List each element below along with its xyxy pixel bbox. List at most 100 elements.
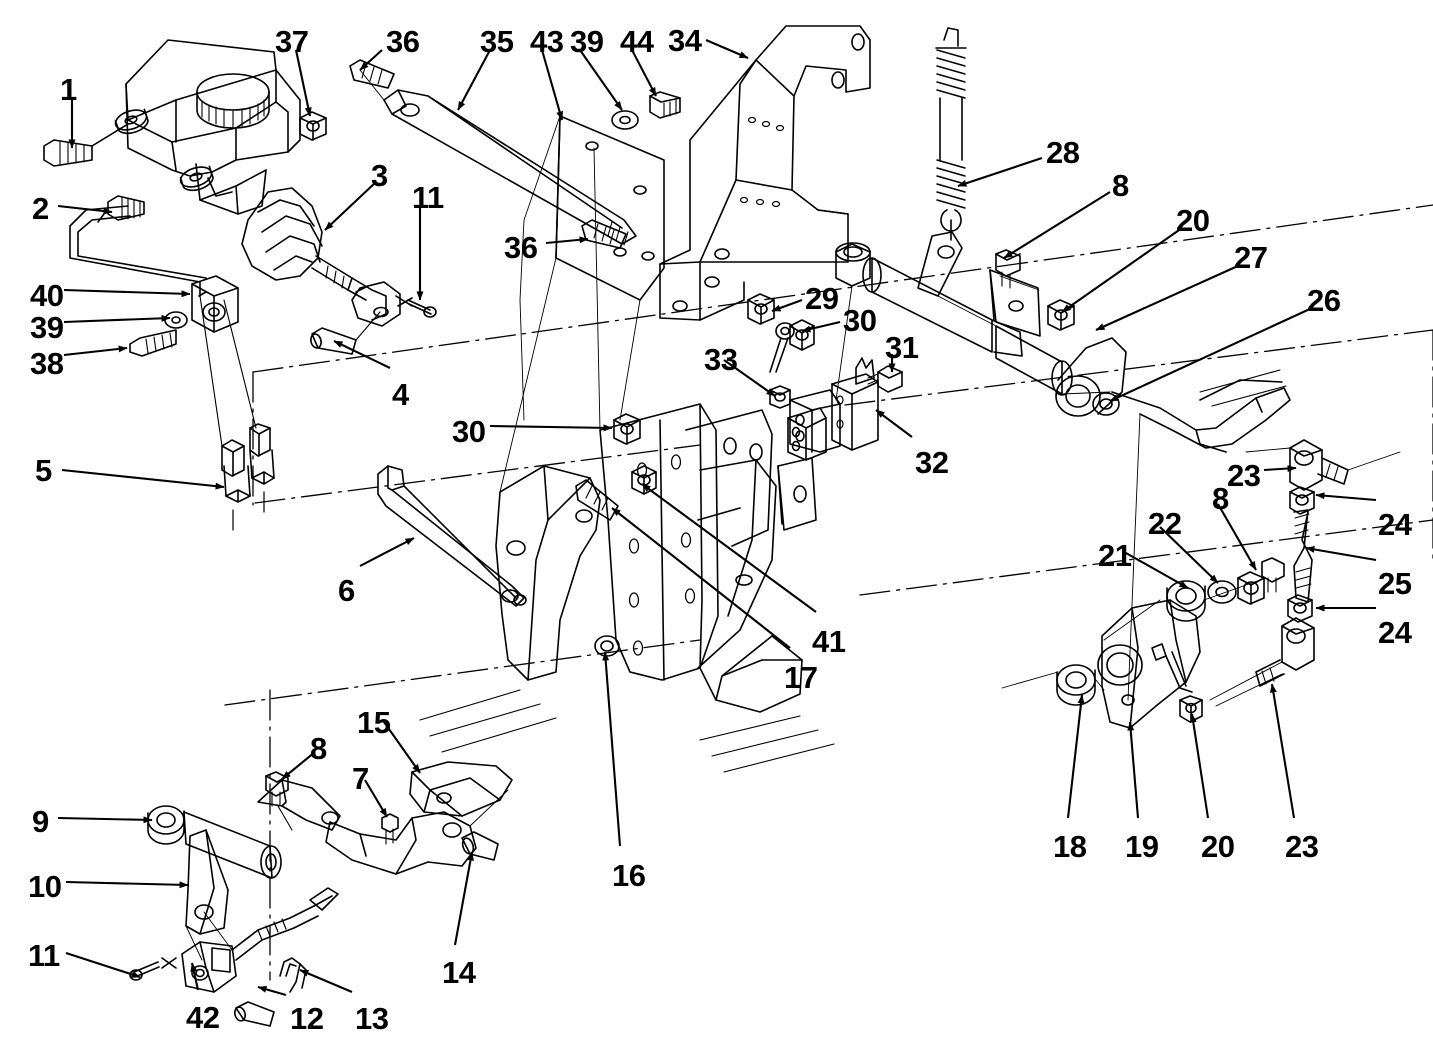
floor-pan-detail [419,369,1287,773]
nut-30-right [789,319,815,351]
clamp-40 [191,275,239,333]
leader-line-13 [299,969,353,993]
leader-line-17 [611,507,791,649]
callout-number-2: 2 [32,191,49,226]
callout-number-19: 19 [1125,829,1159,864]
leader-line-20 [1061,227,1183,313]
callout-number-21: 21 [1098,538,1132,573]
callout-number-15: 15 [357,705,391,740]
leader-line-8 [281,751,316,780]
leader-line-32 [875,409,913,438]
leader-line-30 [801,320,841,333]
leader-line-39 [63,314,171,324]
callout-number-6: 6 [338,573,355,608]
nut-29 [747,293,775,325]
callout-number-35: 35 [480,24,514,59]
link-25 [1255,439,1349,687]
nut-20-upper [1047,299,1075,331]
callout-number-25: 25 [1378,566,1412,601]
leader-line-11 [65,952,141,978]
pedal-linkage-lower-left [129,761,513,1027]
callout-number-8: 8 [1112,168,1129,203]
callout-number-24: 24 [1378,615,1412,650]
callout-number-44: 44 [620,24,654,59]
callout-number-27: 27 [1234,240,1268,275]
leader-line-4 [333,340,391,369]
callout-number-37: 37 [275,24,309,59]
washer-39-upper [611,110,639,130]
leader-line-39 [579,49,623,111]
rod-35 [383,89,637,246]
callout-number-1: 1 [60,72,77,107]
callout-number-30: 30 [843,303,877,338]
callout-number-18: 18 [1053,829,1087,864]
nut-37 [299,111,327,141]
pedal-support-weldment [495,389,841,713]
leader-line-34 [705,39,749,59]
nut-41 [631,465,657,495]
callout-number-39: 39 [570,24,604,59]
leader-line-8 [1003,191,1111,259]
callout-number-13: 13 [355,1001,389,1036]
leader-line-7 [364,779,388,818]
callout-number-34: 34 [668,23,702,58]
leader-line-5 [61,468,225,490]
bolt-31 [867,365,903,393]
leader-line-9 [57,816,153,824]
bolt-36-upper [349,59,395,89]
leader-line-15 [383,721,421,774]
leader-line-18 [1066,694,1085,819]
callout-number-30: 30 [452,414,486,449]
leader-line-23 [1269,683,1296,819]
leader-line-20 [1189,713,1210,819]
callout-number-22: 22 [1148,506,1182,541]
callout-number-4: 4 [392,377,409,412]
leader-line-12 [257,985,287,997]
callout-number-12: 12 [290,1001,324,1036]
callout-number-11: 11 [28,938,60,973]
bolt-36-center [581,219,627,249]
callout-number-7: 7 [352,761,369,796]
switch-32 [831,357,879,451]
leader-line-16 [602,651,622,847]
callout-number-36: 36 [504,230,538,265]
bolt-8-upper-right [995,249,1021,289]
fitting-2 [97,195,145,223]
bolt-1 [43,123,129,167]
leader-line-35 [457,49,491,111]
lever-19-assembly [1056,599,1201,729]
callout-number-14: 14 [442,955,476,990]
bolt-44 [649,91,681,119]
callout-number-29: 29 [805,281,839,316]
callout-number-17: 17 [784,660,818,695]
callout-number-40: 40 [30,278,64,313]
leader-line-24 [1315,492,1377,502]
fittings-5 [199,295,275,531]
bracket-34 [659,25,871,321]
callout-number-5: 5 [35,453,52,488]
leader-line-10 [65,880,189,889]
leader-line-44 [631,49,657,97]
leader-line-25 [1305,545,1377,562]
angle-bracket [787,407,827,461]
leader-line-36 [359,49,383,71]
leader-line-8 [1217,503,1257,571]
callout-number-33: 33 [704,342,738,377]
leader-line-14 [453,851,474,946]
washer-39 [164,311,188,329]
pin-4 [310,311,381,355]
washer-22 [1207,580,1237,604]
callout-number-39: 39 [30,310,64,345]
callout-number-11: 11 [412,180,444,215]
leader-line-36 [545,236,589,245]
callout-number-8: 8 [1212,481,1229,516]
leader-line-28 [957,157,1043,187]
bolt-8-lower-right [1261,557,1285,593]
callout-number-24: 24 [1378,507,1412,542]
callout-number-28: 28 [1046,135,1080,170]
cross-shaft-assembly [835,231,1291,453]
callout-number-31: 31 [885,330,919,365]
callout-number-20: 20 [1201,829,1235,864]
